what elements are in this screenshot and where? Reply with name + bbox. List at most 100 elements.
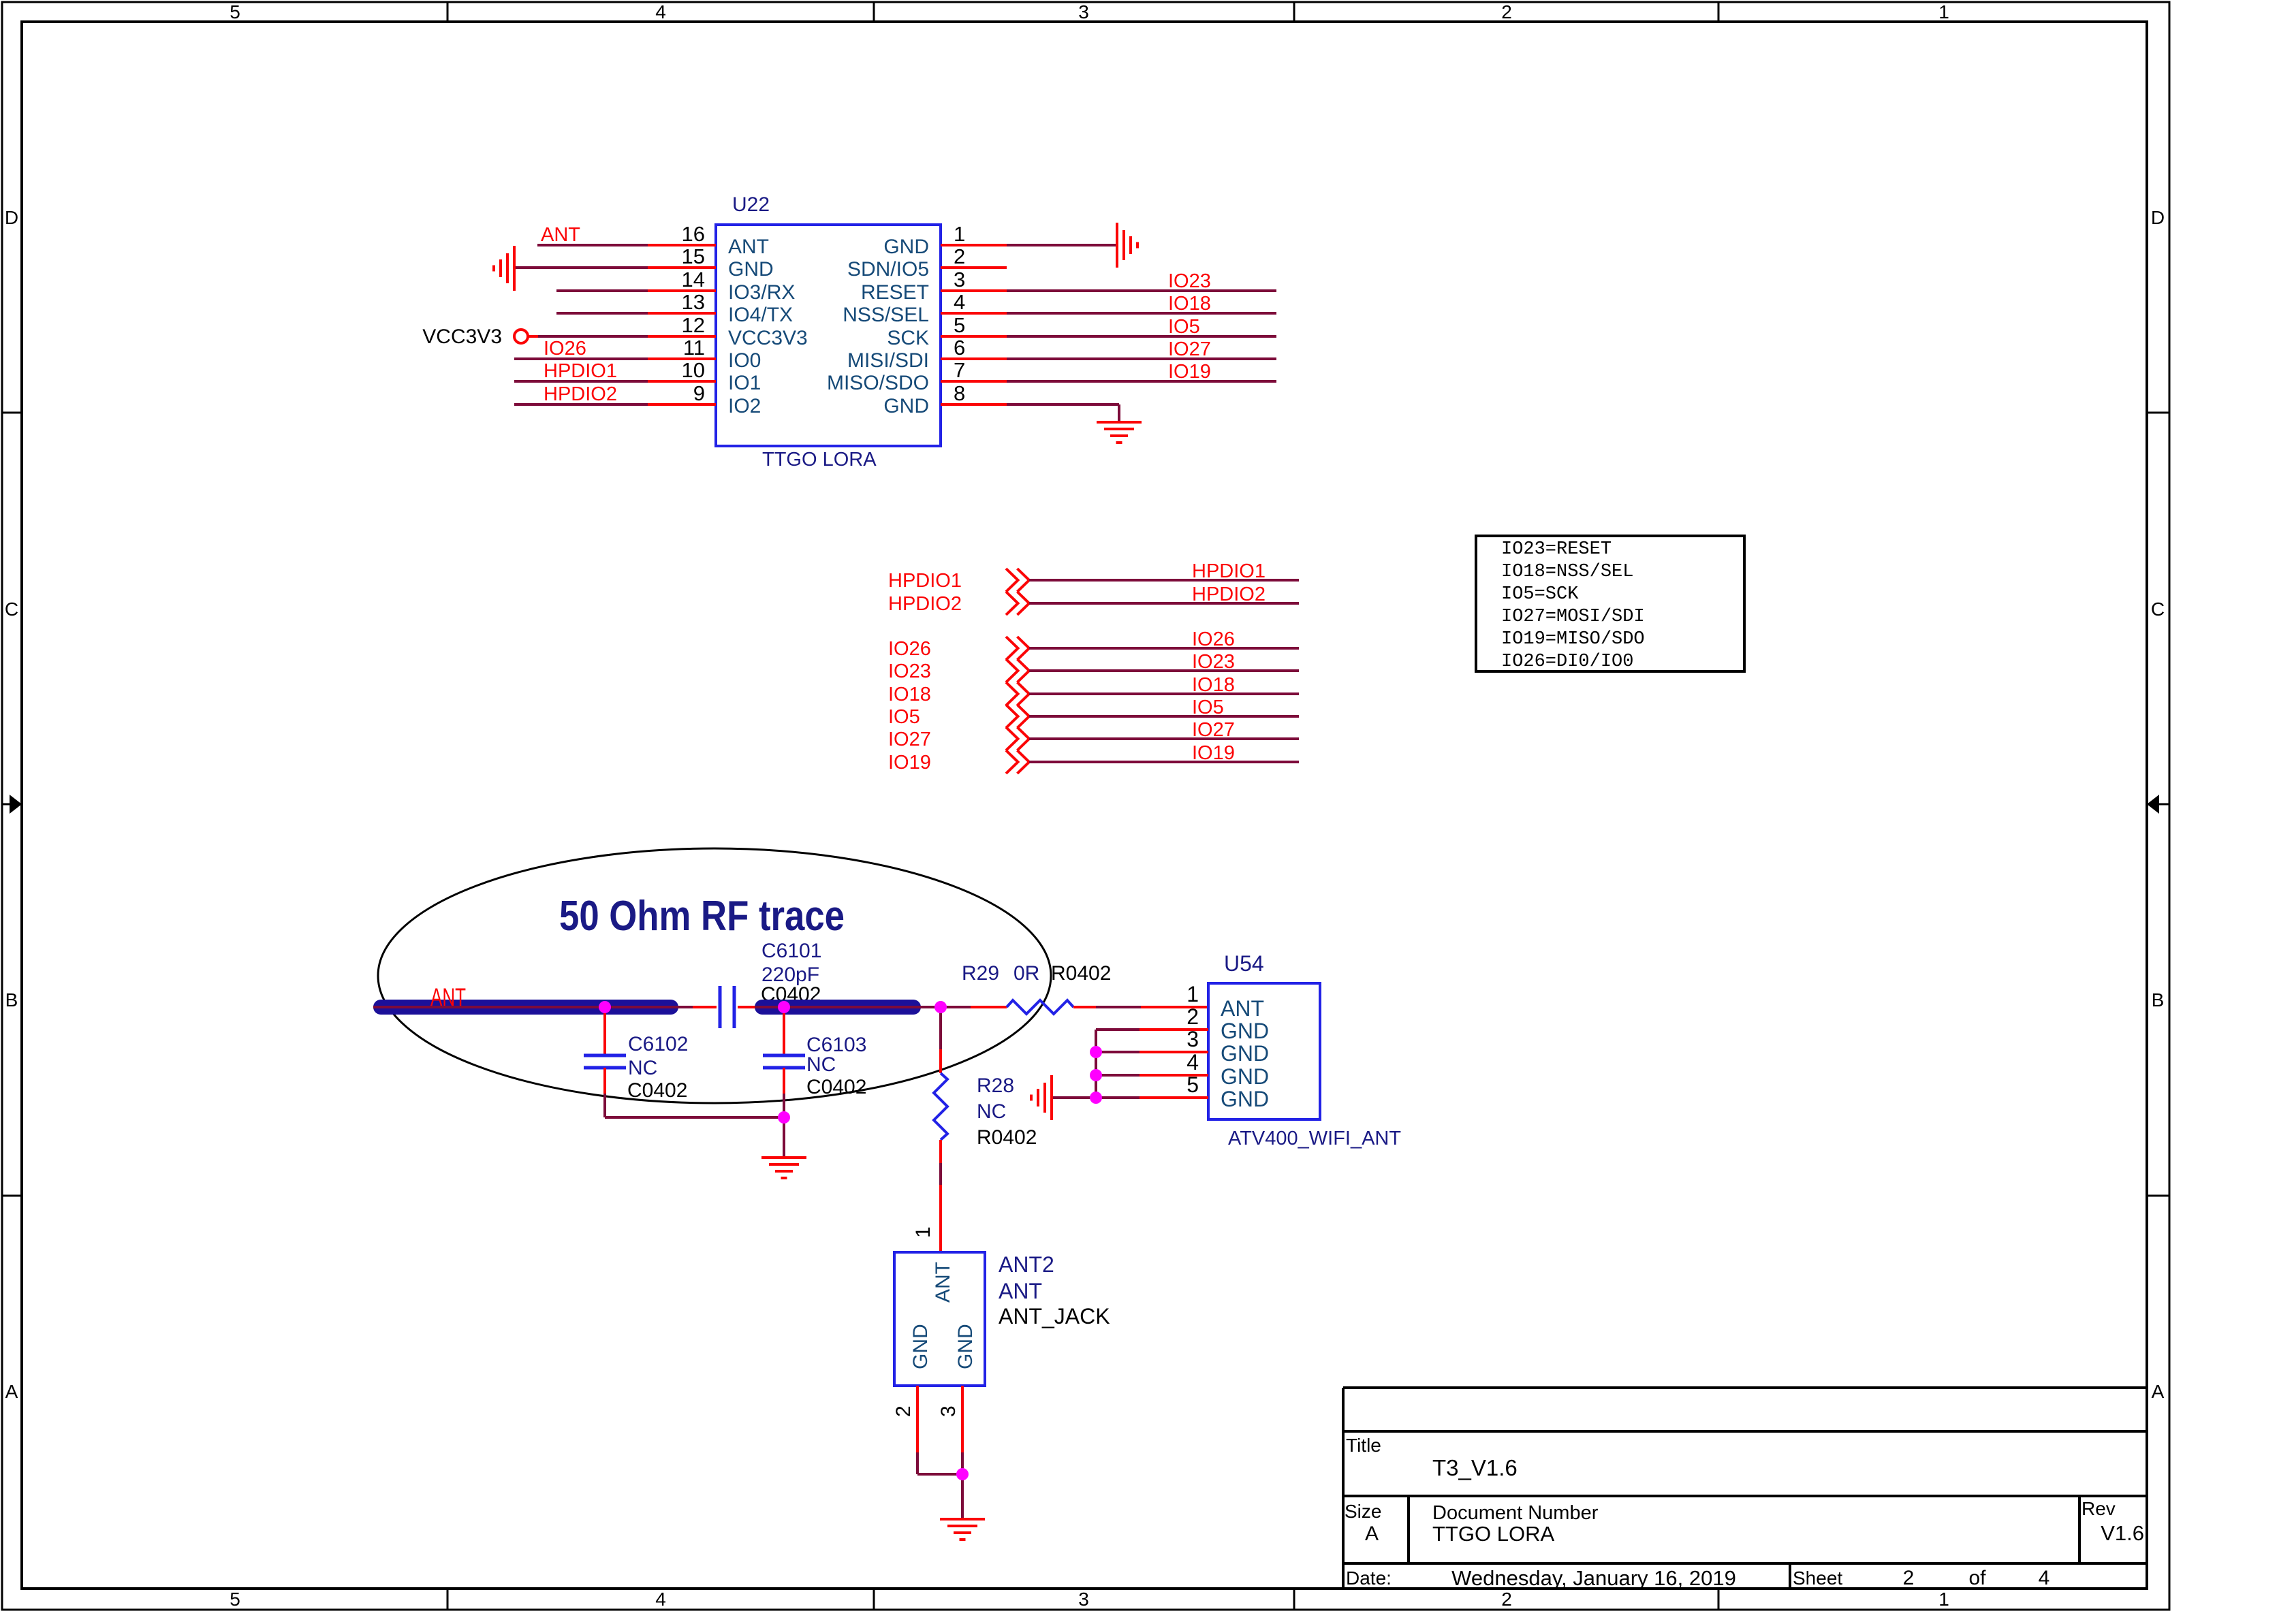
svg-text:2: 2	[1903, 1567, 1915, 1589]
svg-text:50 Ohm RF trace: 50 Ohm RF trace	[559, 893, 845, 940]
svg-text:HPDIO2: HPDIO2	[544, 383, 617, 405]
svg-text:ANT: ANT	[430, 983, 466, 1011]
svg-text:IO0: IO0	[728, 349, 761, 372]
svg-text:IO5: IO5	[1192, 697, 1224, 718]
svg-text:HPDIO1: HPDIO1	[888, 570, 962, 592]
svg-text:ANT_JACK: ANT_JACK	[999, 1304, 1110, 1328]
svg-text:of: of	[1968, 1567, 1986, 1589]
svg-text:IO23: IO23	[888, 660, 931, 682]
svg-text:IO18: IO18	[1168, 293, 1211, 315]
svg-text:IO18=NSS/SEL: IO18=NSS/SEL	[1501, 562, 1633, 582]
svg-text:ANT2: ANT2	[999, 1252, 1054, 1277]
svg-text:IO1: IO1	[728, 372, 761, 394]
svg-text:IO19=MISO/SDO: IO19=MISO/SDO	[1501, 629, 1645, 650]
svg-text:1: 1	[1187, 982, 1199, 1006]
svg-text:IO3/RX: IO3/RX	[728, 281, 795, 304]
svg-text:3: 3	[1078, 1589, 1089, 1610]
svg-text:GND: GND	[954, 1324, 977, 1369]
svg-text:1: 1	[912, 1226, 934, 1238]
svg-text:14: 14	[682, 268, 705, 291]
svg-text:IO4/TX: IO4/TX	[728, 304, 793, 326]
svg-text:C0402: C0402	[627, 1079, 687, 1102]
svg-text:A: A	[5, 1381, 18, 1402]
svg-text:4: 4	[954, 290, 965, 314]
svg-text:Sheet: Sheet	[1793, 1567, 1842, 1589]
svg-text:6: 6	[954, 336, 965, 360]
svg-text:220pF: 220pF	[761, 964, 819, 986]
svg-text:VCC3V3: VCC3V3	[422, 325, 502, 348]
svg-text:IO5=SCK: IO5=SCK	[1501, 584, 1579, 605]
svg-text:IO18: IO18	[1192, 674, 1235, 696]
svg-text:2: 2	[954, 244, 965, 268]
svg-text:2: 2	[1501, 1589, 1512, 1610]
svg-text:IO23=RESET: IO23=RESET	[1501, 539, 1612, 560]
svg-text:V1.6: V1.6	[2101, 1521, 2144, 1545]
svg-text:15: 15	[682, 244, 705, 268]
svg-text:IO27: IO27	[888, 729, 931, 750]
svg-text:3: 3	[1078, 1, 1089, 22]
svg-text:2: 2	[1187, 1004, 1199, 1029]
svg-text:T3_V1.6: T3_V1.6	[1432, 1455, 1518, 1480]
svg-text:ANT: ANT	[932, 1262, 954, 1303]
svg-text:U22: U22	[732, 193, 770, 216]
svg-text:Size: Size	[1345, 1501, 1381, 1522]
svg-text:5: 5	[954, 313, 965, 337]
svg-text:ANT: ANT	[999, 1279, 1042, 1303]
svg-text:B: B	[2152, 989, 2165, 1010]
svg-text:IO26: IO26	[1192, 628, 1235, 650]
svg-text:RESET: RESET	[861, 281, 929, 304]
svg-text:GND: GND	[728, 258, 774, 281]
svg-text:ANT: ANT	[541, 224, 580, 246]
svg-text:2: 2	[1501, 1, 1512, 22]
svg-text:GND: GND	[883, 395, 929, 417]
svg-text:SCK: SCK	[887, 327, 929, 349]
svg-text:U54: U54	[1224, 951, 1264, 976]
svg-text:IO19: IO19	[888, 752, 931, 774]
svg-text:GND: GND	[909, 1324, 932, 1369]
svg-text:5: 5	[230, 1589, 240, 1610]
svg-text:C6101: C6101	[761, 940, 821, 962]
svg-text:3: 3	[1187, 1027, 1199, 1051]
svg-text:2: 2	[892, 1405, 915, 1417]
svg-text:4: 4	[655, 1, 666, 22]
svg-text:IO27=MOSI/SDI: IO27=MOSI/SDI	[1501, 607, 1645, 627]
svg-text:HPDIO2: HPDIO2	[1192, 584, 1266, 605]
svg-text:C0402: C0402	[806, 1076, 866, 1098]
svg-text:HPDIO1: HPDIO1	[544, 360, 617, 382]
svg-text:B: B	[5, 989, 18, 1010]
svg-text:C: C	[5, 599, 18, 620]
svg-text:D: D	[2151, 207, 2165, 228]
svg-text:NC: NC	[806, 1053, 836, 1076]
svg-text:4: 4	[2039, 1567, 2050, 1589]
svg-text:VCC3V3: VCC3V3	[728, 327, 808, 349]
svg-text:3: 3	[937, 1405, 960, 1417]
svg-text:NSS/SEL: NSS/SEL	[843, 304, 929, 326]
svg-text:13: 13	[682, 290, 705, 314]
svg-text:A: A	[1365, 1523, 1379, 1545]
svg-text:NC: NC	[628, 1057, 657, 1079]
svg-text:A: A	[2152, 1381, 2165, 1402]
svg-text:GND: GND	[1221, 1087, 1269, 1111]
svg-text:GND: GND	[1221, 1041, 1269, 1066]
svg-text:HPDIO1: HPDIO1	[1192, 560, 1266, 582]
svg-text:1: 1	[954, 222, 965, 246]
svg-text:Wednesday, January 16, 2019: Wednesday, January 16, 2019	[1451, 1566, 1736, 1590]
svg-text:5: 5	[1187, 1072, 1199, 1097]
svg-text:TTGO LORA: TTGO LORA	[1432, 1522, 1554, 1546]
svg-text:ANT: ANT	[728, 236, 769, 258]
svg-text:8: 8	[954, 381, 965, 405]
svg-text:R29: R29	[962, 962, 999, 985]
svg-text:IO26: IO26	[888, 638, 931, 660]
svg-text:MISI/SDI: MISI/SDI	[847, 349, 929, 372]
svg-text:IO5: IO5	[1168, 316, 1200, 338]
svg-text:SDN/IO5: SDN/IO5	[847, 258, 929, 281]
svg-text:12: 12	[682, 313, 705, 337]
svg-text:1: 1	[1938, 1, 1949, 22]
svg-text:HPDIO2: HPDIO2	[888, 593, 962, 615]
svg-text:10: 10	[682, 358, 705, 382]
svg-text:4: 4	[655, 1589, 666, 1610]
svg-text:Rev: Rev	[2081, 1498, 2116, 1519]
svg-text:GND: GND	[883, 236, 929, 258]
svg-text:MISO/SDO: MISO/SDO	[827, 372, 929, 394]
svg-text:IO2: IO2	[728, 395, 761, 417]
